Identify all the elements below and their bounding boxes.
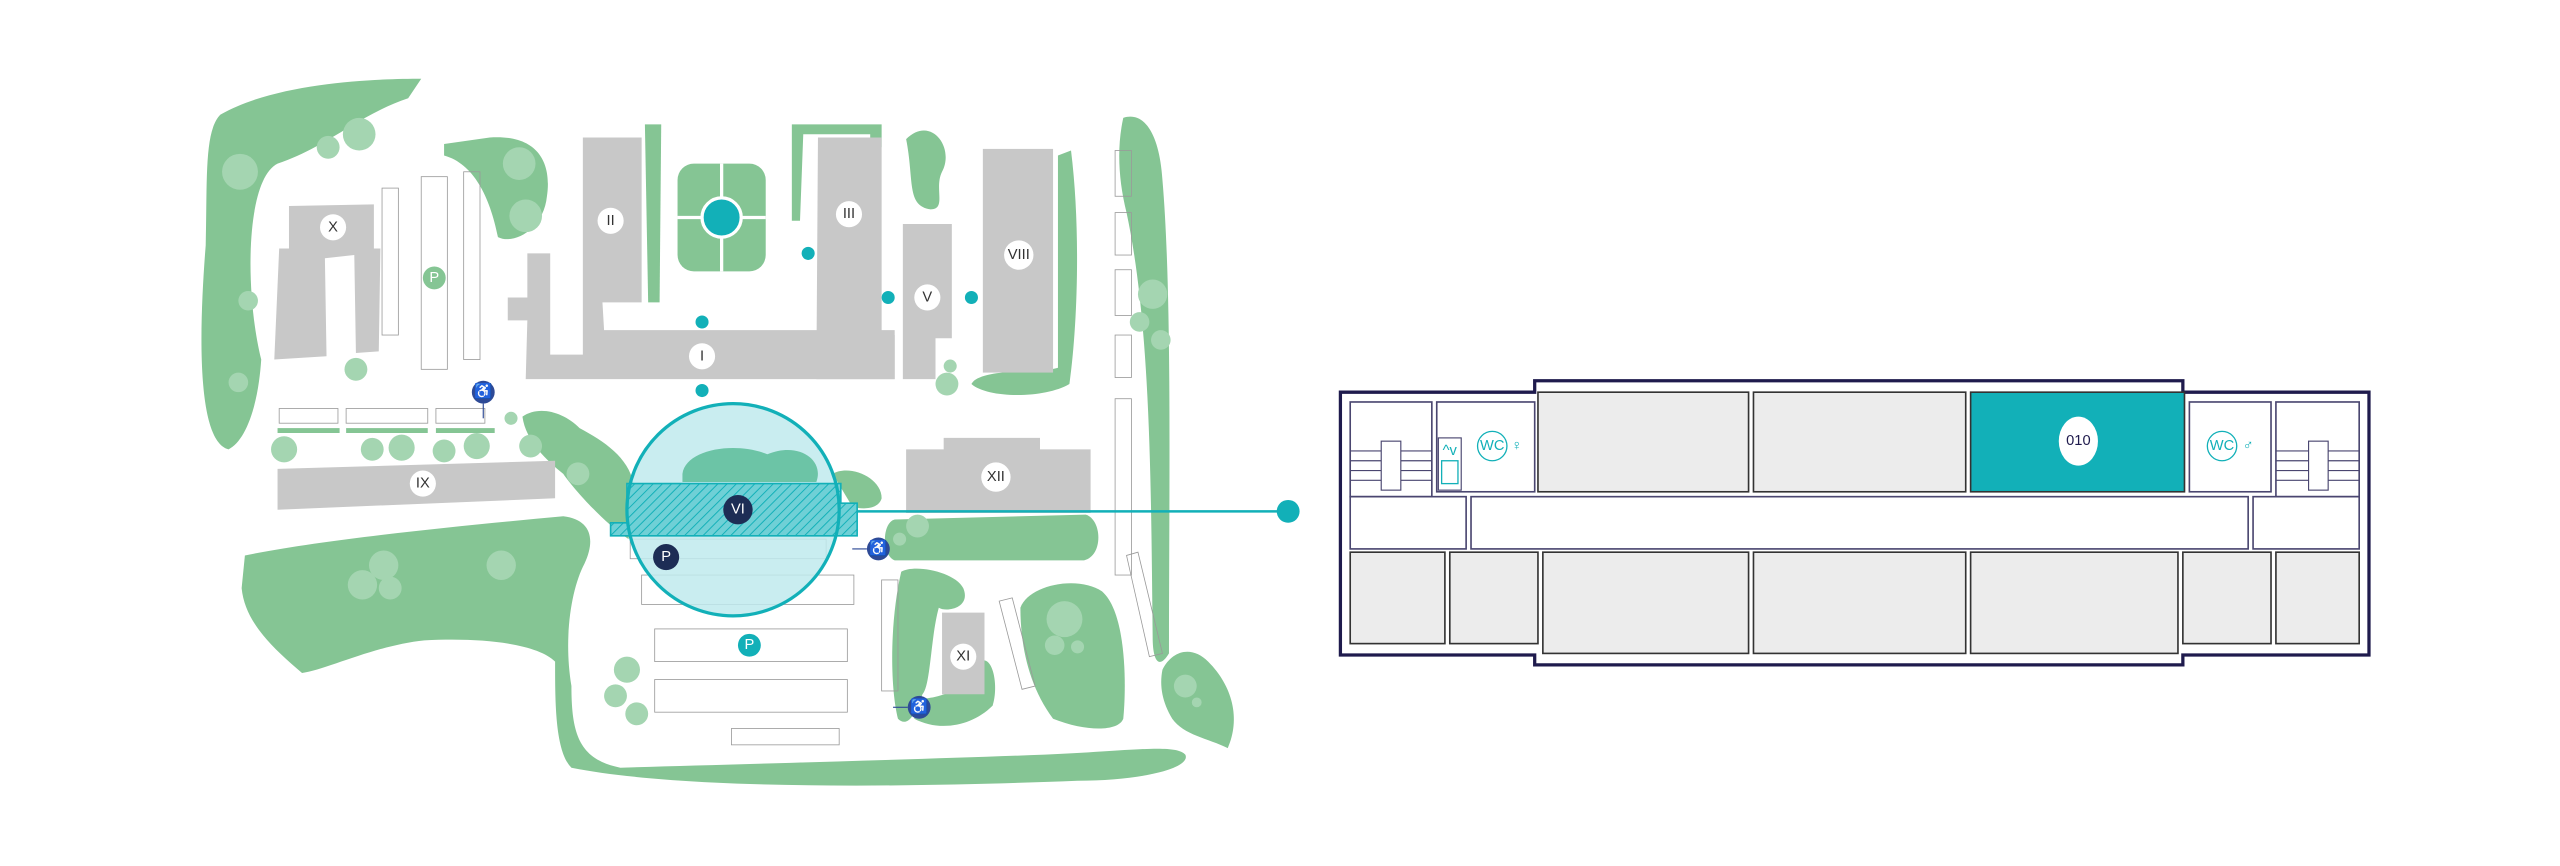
room-010-selected[interactable]: 010 [1969, 391, 2186, 493]
room[interactable] [2275, 551, 2360, 645]
svg-text:♿: ♿ [910, 697, 928, 715]
room[interactable] [1969, 551, 2179, 655]
wheelchair-icon[interactable]: ♿ [852, 537, 890, 561]
svg-text:IX: IX [416, 476, 430, 492]
stairs-icon [1350, 440, 1432, 491]
svg-text:V: V [922, 289, 932, 305]
courtyard-fountain [677, 163, 766, 272]
green-areas [201, 78, 1234, 786]
elevator-icon: ^v [1437, 437, 1462, 491]
wc-left-icon: WC ♀ [1476, 430, 1522, 462]
parking-spaces [277, 150, 1163, 746]
entrance-icons [695, 246, 978, 398]
svg-text:P: P [429, 270, 439, 286]
building-labels: X II III V VIII I IX XII VI XI [320, 201, 1034, 670]
building-label-x[interactable]: X [320, 214, 347, 241]
buildings [274, 137, 1091, 695]
entrance-arrow-icon [801, 246, 815, 260]
trees [222, 117, 1202, 726]
building-label-xii[interactable]: XII [981, 462, 1011, 492]
building-label-ii[interactable]: II [597, 207, 624, 234]
room[interactable] [2182, 551, 2272, 645]
entrance-arrow-icon [964, 290, 978, 305]
svg-text:WC: WC [1480, 438, 1505, 454]
corridor [1470, 495, 2249, 550]
building-label-iii[interactable]: III [835, 201, 863, 228]
building-label-viii[interactable]: VIII [1004, 240, 1034, 270]
entrance-arrow-icon [881, 290, 895, 305]
svg-text:WC: WC [2210, 438, 2235, 454]
room[interactable] [1542, 551, 1750, 655]
svg-text:XII: XII [987, 469, 1005, 485]
room[interactable] [1448, 551, 1539, 645]
building-label-xi[interactable]: XI [950, 643, 977, 670]
svg-text:I: I [700, 348, 704, 364]
building-label-v[interactable]: V [914, 284, 941, 311]
building-label-ix[interactable]: IX [409, 470, 436, 497]
floor-plan: ^v WC ♀ 010 WC ♂ [1338, 379, 2371, 667]
svg-text:♿: ♿ [474, 382, 492, 400]
parking-marker[interactable]: P [653, 544, 680, 571]
room[interactable] [1752, 391, 1967, 493]
svg-text:VI: VI [731, 502, 745, 518]
accessible-markers: ♿ ♿ ♿ [471, 380, 931, 719]
svg-text:VIII: VIII [1008, 247, 1030, 263]
svg-text:^v: ^v [1443, 443, 1458, 459]
svg-text:P: P [744, 637, 754, 653]
female-icon: ♀ [1511, 438, 1522, 454]
room[interactable] [1349, 551, 1446, 645]
floor-plan-leader [857, 499, 1300, 523]
building-label-vi[interactable]: VI [723, 495, 753, 525]
building-label-i[interactable]: I [688, 343, 716, 370]
entrance-arrow-icon [695, 315, 709, 329]
svg-text:010: 010 [2066, 433, 2091, 449]
male-icon: ♂ [2243, 438, 2254, 454]
svg-text:III: III [843, 206, 855, 222]
parking-markers: P P P [422, 266, 761, 657]
wheelchair-icon[interactable]: ♿ [893, 695, 931, 719]
svg-text:II: II [607, 213, 615, 229]
room[interactable] [1752, 551, 1967, 655]
wheelchair-icon[interactable]: ♿ [471, 380, 495, 419]
parking-marker[interactable]: P [422, 266, 446, 290]
corridor-right [2252, 495, 2360, 550]
entrance-arrow-icon [695, 384, 709, 398]
wc-right-icon: WC ♂ [2206, 430, 2254, 462]
parking-marker[interactable]: P [737, 633, 761, 657]
svg-text:XI: XI [956, 649, 970, 665]
svg-text:♿: ♿ [869, 539, 887, 557]
svg-text:P: P [661, 549, 671, 565]
room[interactable] [1537, 391, 1750, 493]
corridor-left [1349, 495, 1467, 550]
svg-text:X: X [328, 219, 338, 235]
stairs-icon [2275, 440, 2360, 491]
